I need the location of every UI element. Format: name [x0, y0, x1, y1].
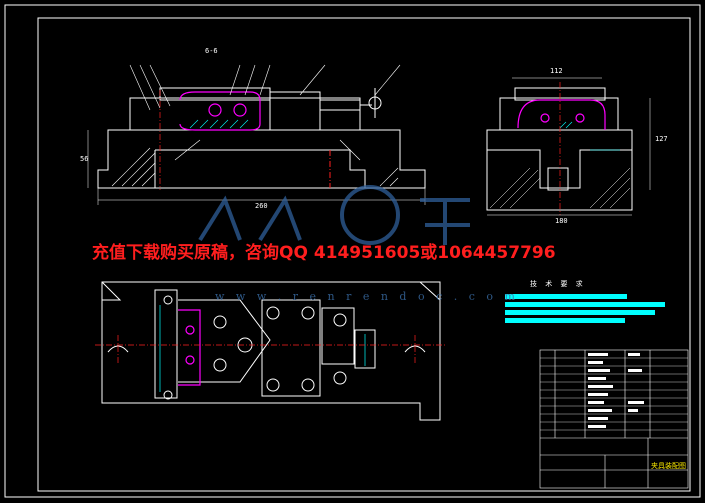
side-view-hatch — [489, 167, 631, 209]
outer-frame — [4, 4, 701, 498]
side-view — [486, 87, 633, 211]
dim-bottom-left: 260 — [255, 202, 268, 210]
title-block-rows — [540, 357, 688, 431]
title-block — [539, 349, 689, 489]
title-block-fill-marks — [588, 353, 644, 428]
watermark-url: w w w . r e n r e n d o c . c o m — [215, 290, 519, 303]
side-view-part — [517, 99, 606, 130]
title-block-drawing-title: 夹具装配图 — [651, 462, 686, 470]
dim-bottom-right: 180 — [555, 217, 568, 225]
inner-frame — [37, 17, 691, 492]
watermark-logo — [198, 185, 470, 245]
tech-requirement-lines — [505, 294, 665, 323]
dim-top-right: 112 — [550, 67, 563, 75]
side-dimensions — [487, 77, 651, 216]
side-view-cyan — [559, 121, 620, 151]
dim-left-vertical: 56 — [80, 155, 89, 163]
front-view-leaders — [129, 64, 401, 161]
plan-view-holes — [107, 295, 426, 400]
front-view-hatch — [189, 119, 249, 129]
tech-requirements-title: 技 术 要 求 — [530, 280, 586, 288]
front-dimensions — [87, 130, 426, 205]
plan-view-cyan — [159, 305, 366, 392]
plan-view — [101, 281, 441, 421]
section-label: 6-6 — [205, 47, 218, 55]
purchase-overlay-text: 充值下载购买原稿，咨询QQ 414951605或1064457796 — [92, 243, 556, 263]
dim-right-vertical: 127 — [655, 135, 668, 143]
plan-view-part — [178, 309, 201, 386]
plan-center-lines — [95, 335, 445, 365]
front-view-part — [179, 91, 261, 131]
